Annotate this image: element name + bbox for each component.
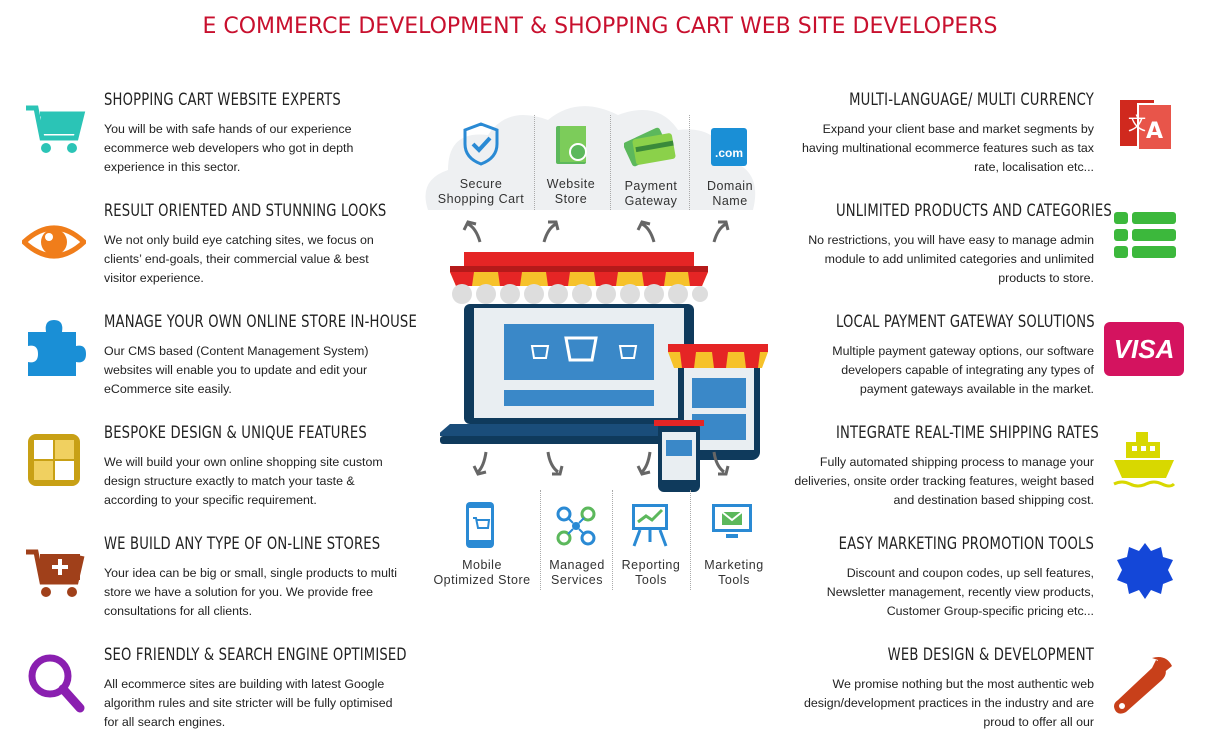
email-monitor-icon — [710, 502, 754, 542]
search-icon — [26, 652, 88, 714]
bottom-item-reporting-tools: Reporting Tools — [621, 558, 681, 587]
visa-icon: VISA — [1104, 322, 1184, 378]
feature-manage-store: MANAGE YOUR OWN ONLINE STORE IN-HOUSE Ou… — [104, 312, 417, 399]
bottom-item-marketing-tools: Marketing Tools — [704, 558, 764, 587]
arrow-up-icon — [634, 218, 662, 244]
arrow-up-icon — [536, 218, 564, 244]
feature-text: Fully automated shipping process to mana… — [794, 455, 1094, 507]
top-item-website-store: Website Store — [546, 177, 596, 206]
ship-icon — [1112, 430, 1176, 492]
shield-check-icon — [462, 122, 500, 166]
feature-text: We will build your own online shopping s… — [104, 455, 383, 507]
feature-bespoke-design: BESPOKE DESIGN & UNIQUE FEATURES We will… — [104, 423, 404, 510]
domain-icon: .com — [711, 128, 747, 166]
svg-text:A: A — [1146, 119, 1163, 144]
top-item-payment-gateway: Payment Gateway — [624, 179, 678, 208]
laptop-store-illustration — [440, 250, 780, 495]
feature-heading: RESULT ORIENTED AND STUNNING LOOKS — [104, 201, 387, 221]
feature-text: Expand your client base and market segme… — [801, 122, 1094, 174]
feature-shopping-cart-experts: SHOPPING CART WEBSITE EXPERTS You will b… — [104, 90, 404, 177]
add-to-cart-icon — [24, 546, 86, 608]
cloud-background — [418, 100, 768, 230]
top-item-secure-shopping-cart: Secure Shopping Cart — [437, 177, 525, 206]
shopping-cart-icon — [24, 100, 86, 162]
list-icon — [1114, 210, 1176, 272]
feature-heading: WEB DESIGN & DEVELOPMENT — [887, 645, 1094, 665]
feature-marketing-tools: EASY MARKETING PROMOTION TOOLS Discount … — [794, 534, 1094, 621]
svg-text:文: 文 — [1128, 114, 1146, 135]
feature-text: We promise nothing but the most authenti… — [804, 677, 1094, 729]
feature-heading: EASY MARKETING PROMOTION TOOLS — [838, 534, 1094, 554]
feature-seo-friendly: SEO FRIENDLY & SEARCH ENGINE OPTIMISED A… — [104, 645, 407, 732]
feature-text: Multiple payment gateway options, our so… — [832, 344, 1094, 396]
feature-text: Discount and coupon codes, up sell featu… — [826, 566, 1094, 618]
chart-board-icon — [630, 502, 670, 548]
feature-heading: MANAGE YOUR OWN ONLINE STORE IN-HOUSE — [104, 312, 417, 332]
feature-heading: WE BUILD ANY TYPE OF ON-LINE STORES — [104, 534, 381, 554]
network-icon — [556, 506, 596, 546]
arrow-down-icon — [706, 450, 734, 478]
feature-heading: SEO FRIENDLY & SEARCH ENGINE OPTIMISED — [104, 645, 407, 665]
bottom-item-mobile-optimized-store: Mobile Optimized Store — [433, 558, 531, 587]
page-title: E COMMERCE DEVELOPMENT & SHOPPING CART W… — [202, 14, 998, 39]
feature-heading: MULTI-LANGUAGE/ MULTI CURRENCY — [849, 90, 1094, 110]
bottom-item-managed-services: Managed Services — [549, 558, 605, 587]
wrench-icon — [1112, 654, 1174, 716]
feature-any-type-stores: WE BUILD ANY TYPE OF ON-LINE STORES Your… — [104, 534, 404, 621]
badge-icon — [1116, 542, 1178, 604]
feature-payment-gateway: LOCAL PAYMENT GATEWAY SOLUTIONS Multiple… — [794, 312, 1094, 399]
feature-text: All ecommerce sites are building with la… — [104, 677, 393, 729]
feature-text: We not only build eye catching sites, we… — [104, 233, 374, 285]
feature-text: You will be with safe hands of our exper… — [104, 122, 354, 174]
visa-badge: VISA — [1104, 322, 1184, 376]
feature-text: No restrictions, you will have easy to m… — [808, 233, 1094, 285]
book-icon — [554, 124, 594, 166]
feature-web-design: WEB DESIGN & DEVELOPMENT We promise noth… — [794, 645, 1094, 732]
feature-heading: SHOPPING CART WEBSITE EXPERTS — [104, 90, 341, 110]
design-icon — [26, 432, 88, 494]
feature-heading: LOCAL PAYMENT GATEWAY SOLUTIONS — [836, 312, 1095, 332]
feature-heading: UNLIMITED PRODUCTS AND CATEGORIES — [836, 201, 1112, 221]
feature-heading: BESPOKE DESIGN & UNIQUE FEATURES — [104, 423, 367, 443]
arrow-down-icon — [470, 450, 498, 478]
feature-shipping-rates: INTEGRATE REAL-TIME SHIPPING RATES Fully… — [794, 423, 1099, 510]
arrow-down-icon — [540, 450, 568, 478]
feature-text: Your idea can be big or small, single pr… — [104, 566, 397, 618]
credit-card-icon — [624, 124, 678, 168]
puzzle-icon — [24, 318, 86, 380]
mobile-cart-icon — [464, 500, 496, 550]
arrow-up-icon — [706, 218, 734, 244]
feature-result-oriented: RESULT ORIENTED AND STUNNING LOOKS We no… — [104, 201, 404, 288]
top-item-domain-name: Domain Name — [706, 179, 754, 208]
feature-text: Our CMS based (Content Management System… — [104, 344, 369, 396]
feature-heading: INTEGRATE REAL-TIME SHIPPING RATES — [836, 423, 1099, 443]
eye-icon — [22, 212, 86, 274]
feature-multi-language: MULTI-LANGUAGE/ MULTI CURRENCY Expand yo… — [794, 90, 1094, 177]
arrow-up-icon — [460, 218, 488, 244]
arrow-down-icon — [634, 450, 662, 478]
feature-unlimited-products: UNLIMITED PRODUCTS AND CATEGORIES No res… — [794, 201, 1112, 288]
